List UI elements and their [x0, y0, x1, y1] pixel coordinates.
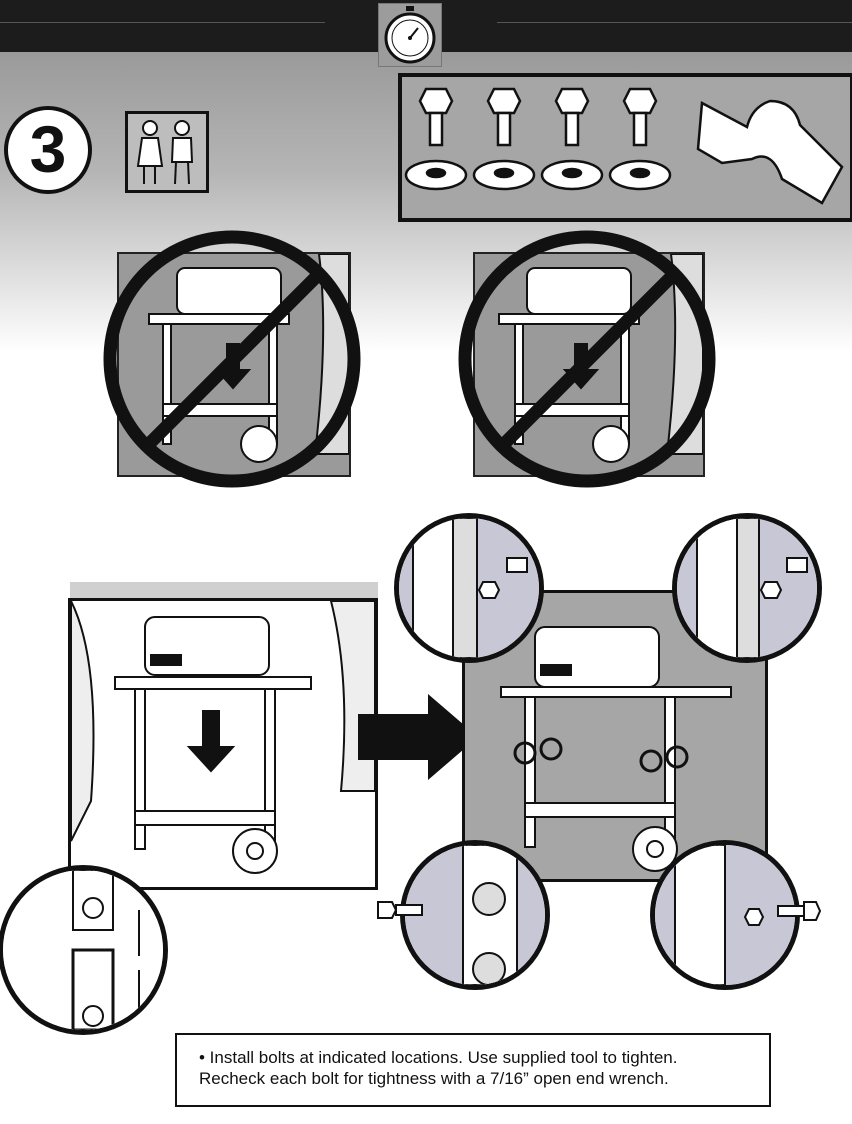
washer-icon: [477, 581, 501, 599]
two-people-icon: [125, 111, 209, 193]
hex-bolt-icon: [418, 87, 454, 147]
hex-bolt-icon: [786, 557, 808, 573]
hex-bolt-icon: [622, 87, 658, 147]
panel-shadow: [70, 582, 378, 598]
step-number: 3: [4, 106, 92, 194]
hex-bolt-icon: [554, 87, 590, 147]
hex-bolt-icon: [776, 898, 822, 924]
right-arrow-icon: [358, 694, 478, 780]
prohibited-icon: [102, 228, 362, 490]
washer-icon: [759, 581, 783, 599]
stopwatch-icon: [378, 3, 442, 67]
parts-panel: [398, 73, 852, 222]
hex-bolt-icon: [506, 557, 528, 573]
instruction-line-1: • Install bolts at indicated locations. …: [199, 1048, 678, 1067]
detail-lens-top-right: [672, 513, 822, 663]
instruction-note: • Install bolts at indicated locations. …: [175, 1033, 771, 1107]
washer-icon: [743, 908, 765, 926]
hex-bolt-icon: [376, 896, 436, 924]
instruction-line-2: Recheck each bolt for tightness with a 7…: [199, 1069, 669, 1088]
correct-lift-panel: [68, 598, 378, 890]
detail-lens-bottom-left: [0, 865, 168, 1035]
header-rule-left: [0, 22, 325, 23]
detail-lens-top-left: [394, 513, 544, 663]
header-rule-right: [497, 22, 852, 23]
hex-bolt-icon: [486, 87, 522, 147]
prohibited-icon: [457, 228, 717, 490]
